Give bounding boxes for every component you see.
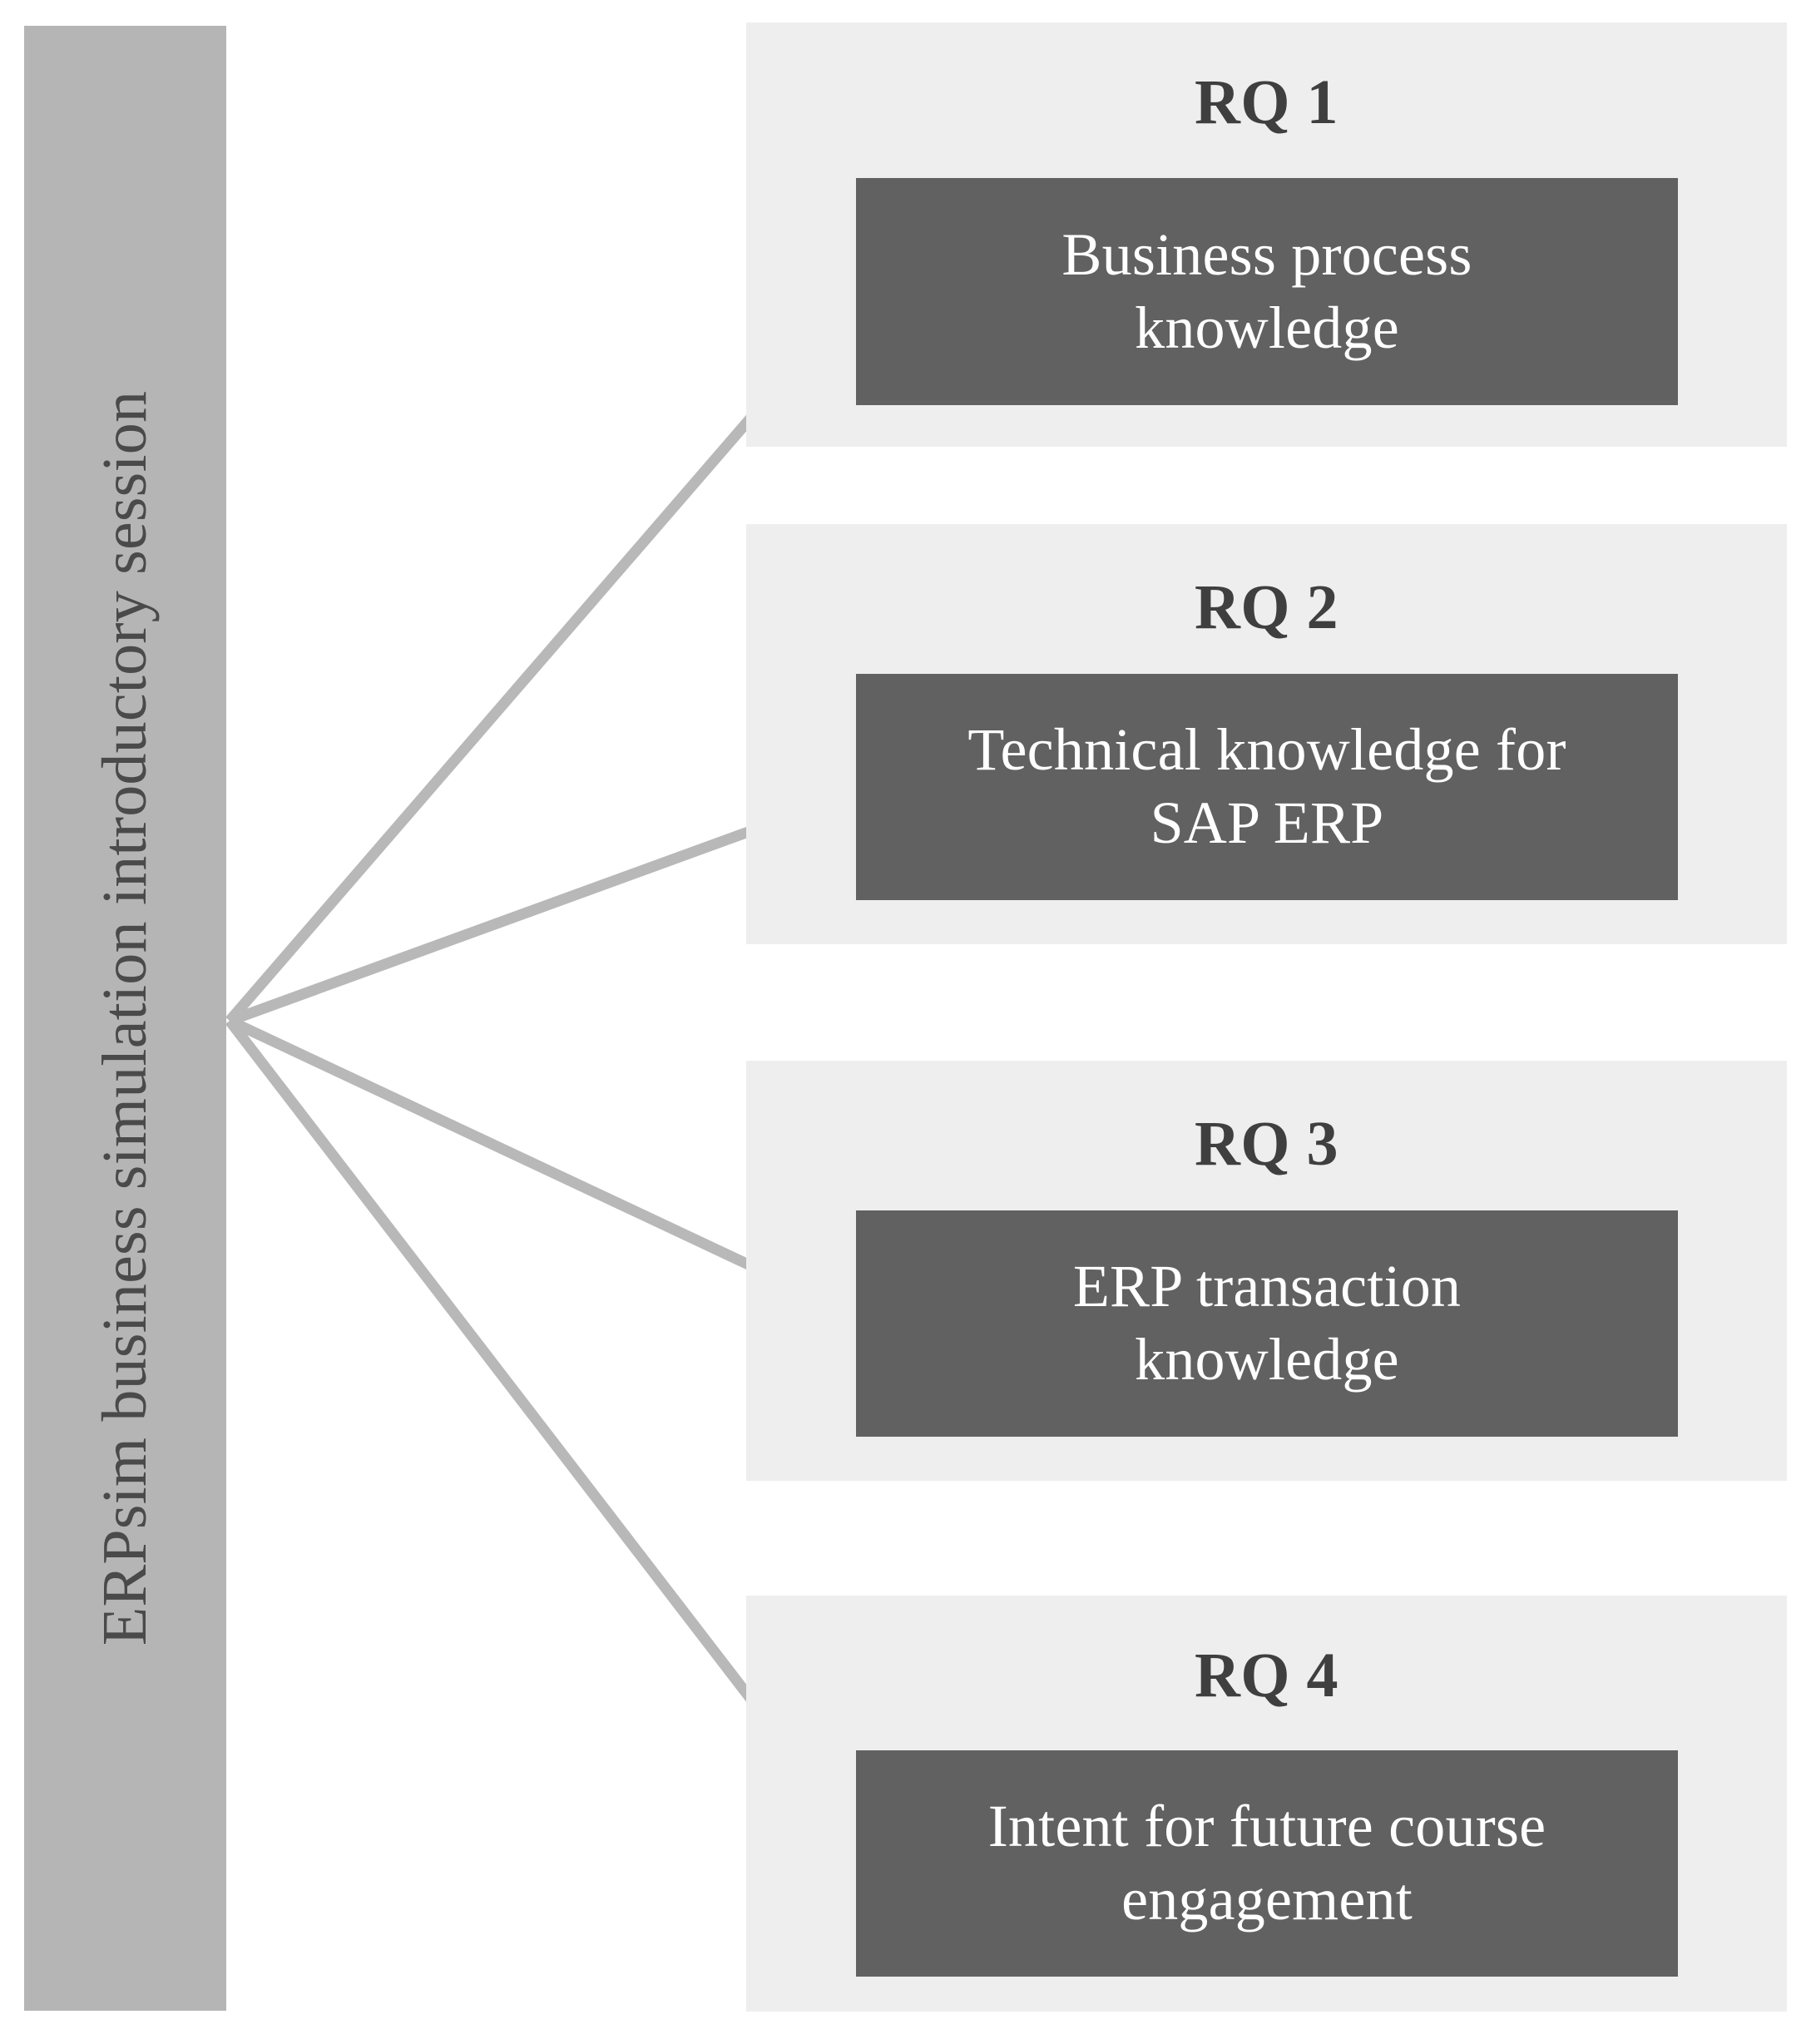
rq-heading-4: RQ 4 <box>1195 1641 1338 1710</box>
rq-heading-3: RQ 3 <box>1195 1109 1338 1179</box>
source-bar-label: ERPsim business simulation introductory … <box>90 390 161 1646</box>
rq-heading-1: RQ 1 <box>1195 67 1338 137</box>
rq-heading-2: RQ 2 <box>1195 572 1338 642</box>
source-bar: ERPsim business simulation introductory … <box>24 26 226 2011</box>
